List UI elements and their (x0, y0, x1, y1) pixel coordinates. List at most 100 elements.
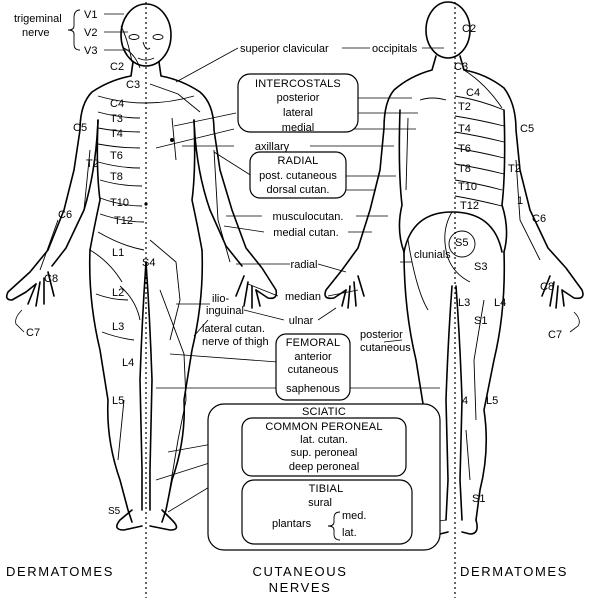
label-l2-front: L2 (112, 287, 124, 299)
label-t10-front: T10 (110, 197, 129, 209)
label-t6-back: T6 (458, 143, 471, 155)
label-c5-back: C5 (520, 123, 534, 135)
label-c6-front: C6 (58, 209, 72, 221)
label-t3-front: T3 (110, 113, 123, 125)
label-post-cutaneous: post. cutaneous (259, 170, 337, 182)
sciatic-title: SCIATIC (302, 406, 346, 418)
label-plantars: plantars (272, 518, 312, 530)
label-l4-back: L4 (494, 297, 506, 309)
footer-dermatomes-right: DERMATOMES (460, 564, 568, 579)
label-sural: sural (308, 497, 332, 509)
label-t2-back: T2 (458, 101, 471, 113)
label-trigeminal-nerve-1: trigeminal (14, 13, 62, 25)
front-figure (5, 3, 278, 531)
intercostals-box (237, 73, 359, 133)
label-c3-front: C3 (126, 79, 140, 91)
label-c8-back: C8 (540, 281, 554, 293)
plantars-brace (327, 511, 341, 541)
label-anterior-cutaneous-1: anterior (294, 351, 332, 363)
label-c2-front: C2 (110, 61, 124, 73)
label-c6-back: C6 (532, 213, 546, 225)
back-dermatome-labels: C2 C3 C4 T2 C5 T4 T6 T2 T8 T10 1 T12 C6 … (454, 23, 580, 505)
common-peroneal-box (241, 417, 407, 477)
label-v3: V3 (84, 45, 97, 57)
label-l1-back: 1 (517, 195, 523, 207)
label-t12-back: T12 (460, 200, 479, 212)
label-trigeminal-nerve-2: nerve (22, 27, 50, 39)
label-dorsal-cutan: dorsal cutan. (267, 184, 330, 196)
label-saphenous: saphenous (286, 383, 340, 395)
label-lat: lat. (342, 527, 357, 539)
label-c7-back: C7 (548, 329, 562, 341)
label-s5-back: S5 (455, 237, 468, 249)
label-l5-back: L5 (486, 395, 498, 407)
label-radial: radial (291, 259, 318, 271)
label-c2-back: C2 (462, 23, 476, 35)
label-intercostal-lateral: lateral (283, 107, 313, 119)
label-occipitals: occipitals (372, 43, 418, 55)
label-intercostal-posterior: posterior (277, 92, 320, 104)
radial-title: RADIAL (278, 155, 319, 167)
label-ulnar: ulnar (289, 315, 314, 327)
label-l1-front: L1 (112, 247, 124, 259)
label-l4-leg-back: 4 (462, 395, 468, 407)
footer-cutaneous-1: CUTANEOUS (252, 564, 347, 579)
common-peroneal-title: COMMON PERONEAL (265, 421, 382, 433)
label-s1-heel-back: S1 (472, 493, 485, 505)
label-s4-front: S4 (142, 257, 155, 269)
label-c3-back: C3 (454, 61, 468, 73)
femoral-title: FEMORAL (286, 337, 341, 349)
label-c8-front: C8 (44, 273, 58, 285)
radial-box (249, 151, 347, 199)
label-posterior-cutaneous-1: posterior (360, 329, 403, 341)
label-t4-front: T4 (110, 128, 123, 140)
label-v2: V2 (84, 27, 97, 39)
intercostals-title: INTERCOSTALS (255, 78, 341, 90)
label-ilioinguinal-2: inguinal (206, 305, 244, 317)
label-posterior-cutaneous-2: cutaneous (360, 342, 411, 354)
label-c5-front: C5 (73, 122, 87, 134)
label-median: median (285, 291, 321, 303)
label-s5-front-foot: S5 (108, 506, 121, 517)
label-lateral-cutan-thigh-1: lateral cutan. (202, 323, 265, 335)
label-v1: V1 (84, 9, 97, 21)
front-dermatome-labels: trigeminal nerve V1 V2 V3 C2 C3 C4 C5 T3… (14, 9, 155, 517)
label-med: med. (342, 510, 366, 522)
label-l3-front: L3 (112, 321, 124, 333)
label-c4-back: C4 (466, 87, 480, 99)
label-s1-back: S1 (474, 315, 487, 327)
label-axillary: axillary (255, 141, 290, 153)
footer-captions: DERMATOMES CUTANEOUS NERVES DERMATOMES (6, 564, 568, 595)
label-anterior-cutaneous-2: cutaneous (288, 364, 339, 376)
label-clunials: clunials (414, 249, 451, 261)
label-l5-front: L5 (112, 395, 124, 407)
cutaneous-nerve-labels: superior clavicular occipitals INTERCOST… (202, 43, 451, 541)
label-t10-back: T10 (458, 181, 477, 193)
label-ilioinguinal-1: ilio- (212, 293, 229, 305)
trigeminal-brace (67, 9, 81, 51)
femoral-box (275, 333, 351, 401)
label-t4-back: T4 (458, 123, 471, 135)
label-l4-front: L4 (122, 357, 134, 369)
label-lat-cutan: lat. cutan. (300, 434, 348, 446)
tibial-title: TIBIAL (309, 483, 344, 495)
label-intercostal-medial: medial (282, 122, 314, 134)
label-superior-clavicular: superior clavicular (240, 43, 329, 55)
label-sup-peroneal: sup. peroneal (291, 447, 358, 459)
label-s3-back: S3 (474, 261, 487, 273)
label-lateral-cutan-thigh-2: nerve of thigh (202, 336, 269, 348)
label-t2-side-back: T2 (508, 163, 521, 175)
label-t6-front: T6 (110, 150, 123, 162)
label-t8-back: T8 (458, 163, 471, 175)
label-medial-cutan: medial cutan. (273, 227, 338, 239)
label-t2-front: T2 (86, 158, 99, 170)
tibial-box (241, 479, 413, 545)
label-t12-front: T12 (114, 215, 133, 227)
label-musculocutan: musculocutan. (273, 211, 344, 223)
label-c4-front: C4 (110, 98, 124, 110)
label-l3-back: L3 (458, 297, 470, 309)
footer-cutaneous-2: NERVES (269, 580, 332, 595)
footer-dermatomes-left: DERMATOMES (6, 564, 114, 579)
label-t8-front: T8 (110, 171, 123, 183)
